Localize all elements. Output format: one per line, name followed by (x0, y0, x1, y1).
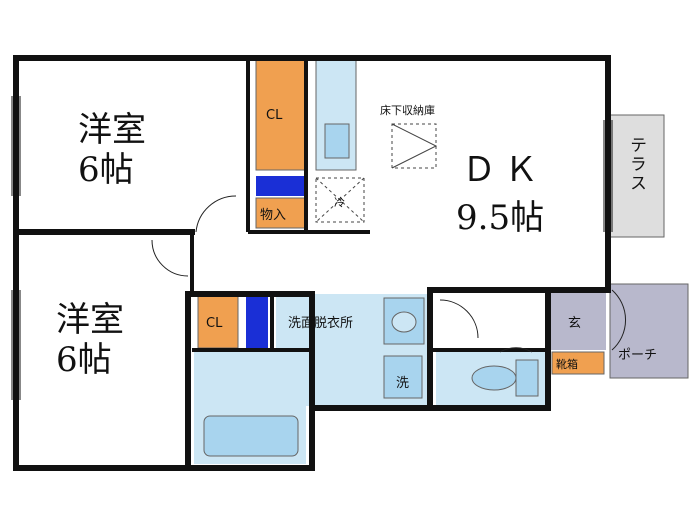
washer-label: 洗 (396, 376, 410, 391)
toilet-tank (515, 359, 539, 397)
room-name-bottom: 洋室 (56, 300, 124, 340)
terrace-label: テラス (626, 136, 646, 193)
porch-label: ポーチ (618, 348, 658, 363)
sink (324, 123, 350, 159)
washer-space (383, 355, 423, 399)
underfloor-storage (391, 123, 437, 169)
storage-box (255, 197, 307, 229)
shoe-box (551, 351, 605, 375)
dk-size: 9.5帖 (456, 198, 545, 238)
terrace-area (605, 114, 665, 238)
refrigerator-label: 冷 (334, 196, 345, 209)
underfloor-storage-label: 床下収納庫 (380, 104, 435, 117)
refrigerator-space (315, 177, 365, 223)
shoe-box-label: 靴箱 (556, 358, 578, 371)
vanity-basin (391, 311, 417, 333)
entrance-area (548, 292, 606, 350)
bathtub (203, 415, 299, 457)
closet-bottom (197, 295, 239, 349)
toilet-bowl (471, 365, 517, 391)
room-name-top: 洋室 (78, 110, 146, 150)
closet-bottom-label: CL (206, 316, 223, 331)
entrance-label: 玄 (568, 316, 582, 331)
closet-top-label: CL (266, 108, 283, 123)
storage-label: 物入 (260, 208, 287, 223)
blue-strip-top (256, 176, 306, 196)
porch-area (609, 283, 689, 379)
blue-strip-bottom (246, 296, 268, 348)
washroom-label: 洗面脱衣所 (288, 316, 354, 331)
dk-name: ＤＫ (462, 150, 546, 190)
room-size-top: 6帖 (78, 150, 134, 190)
room-size-bottom: 6帖 (56, 340, 112, 380)
closet-top (255, 59, 307, 171)
